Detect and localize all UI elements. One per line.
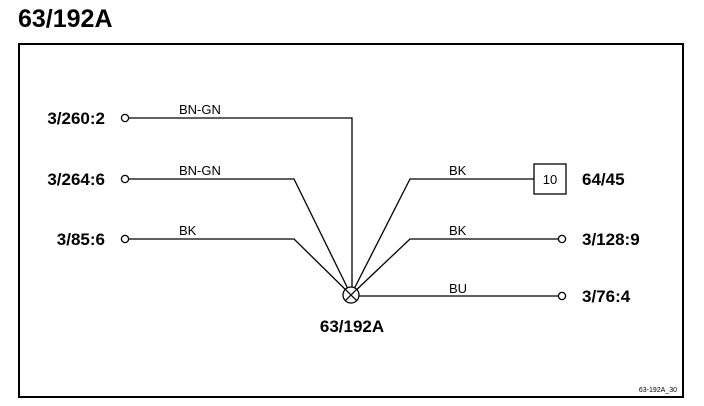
connector-pins [120, 113, 567, 301]
wire-color-label: BU [449, 281, 467, 296]
splice-label: 63/192A [320, 317, 384, 336]
connector-box-icon [533, 163, 567, 195]
diagram-frame [18, 43, 684, 398]
wire-color-label: BK [449, 223, 467, 238]
splice-icon [342, 286, 360, 304]
wires [129, 117, 558, 297]
connector-label-left-1: 3/260:2 [47, 109, 105, 128]
connector-label-left-2: 3/264:6 [47, 170, 105, 189]
wire-3-128-9 [350, 238, 558, 296]
wire-color-label: BK [449, 163, 467, 178]
wire-64-45 [350, 178, 534, 296]
connector-box-number: 10 [543, 172, 557, 187]
pin-3-85-6-icon [120, 234, 130, 244]
connector-label-left-3: 3/85:6 [57, 230, 105, 249]
pin-3-260-2-icon [120, 113, 130, 123]
page-title: 63/192A [18, 5, 113, 33]
drawing-reference: 63-192A_30 [639, 387, 677, 394]
wire-color-label: BK [179, 223, 197, 238]
connector-label-right-2: 3/128:9 [582, 230, 640, 249]
pin-3-128-9-icon [557, 234, 567, 244]
wire-3-85-6 [129, 238, 352, 296]
connector-label-right-1: 64/45 [582, 170, 625, 189]
wire-color-label: BN-GN [179, 163, 221, 178]
wire-3-264-6 [129, 178, 352, 296]
pin-3-76-4-icon [557, 291, 567, 301]
wire-3-260-2 [129, 117, 353, 295]
connector-label-right-3: 3/76:4 [582, 287, 631, 306]
wire-color-label: BN-GN [179, 102, 221, 117]
pin-3-264-6-icon [120, 174, 130, 184]
